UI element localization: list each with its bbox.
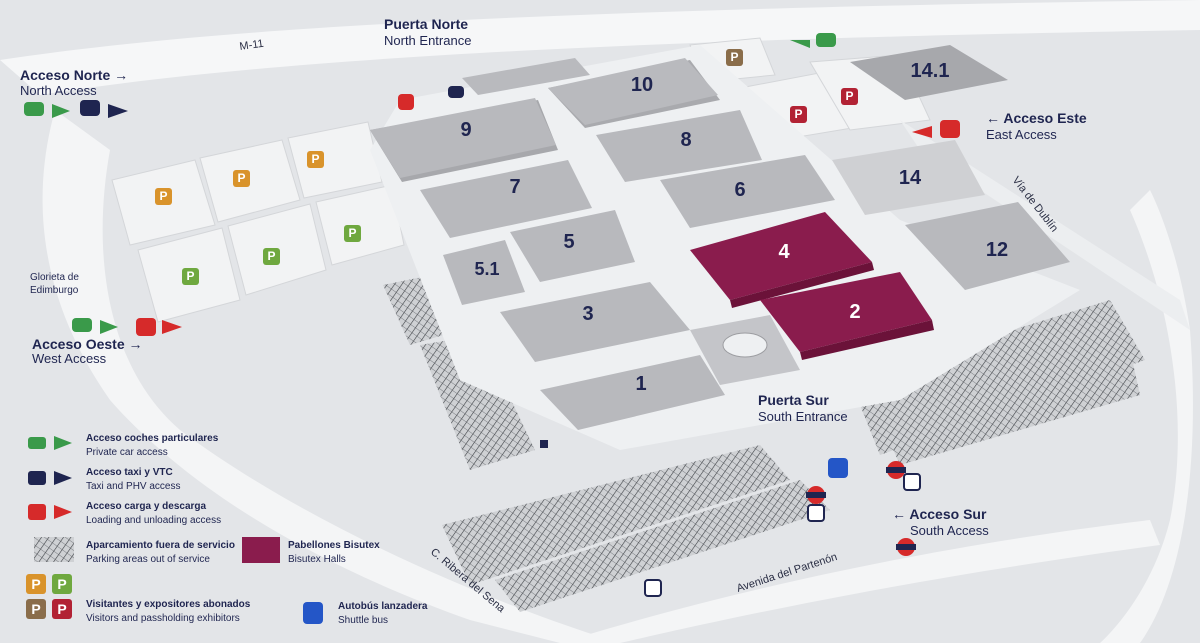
truck-icon bbox=[28, 504, 46, 520]
parking-visitor-badge: P bbox=[263, 248, 280, 265]
legend-parking-badge: P bbox=[26, 574, 46, 594]
legend-hatch-swatch bbox=[34, 537, 74, 562]
parking-passholder-badge: P bbox=[726, 49, 743, 66]
legend-taxi-subtitle: Taxi and PHV access bbox=[86, 481, 181, 492]
truck-icon bbox=[136, 318, 156, 336]
hall-10-label: 10 bbox=[631, 74, 653, 96]
north-access-subtitle: North Access bbox=[20, 83, 97, 98]
legend-shuttle-subtitle: Shuttle bus bbox=[338, 615, 389, 626]
hall-9-label: 9 bbox=[460, 119, 471, 141]
legend-bisutex-swatch bbox=[242, 537, 280, 563]
legend-loading-title: Acceso carga y descarga bbox=[86, 501, 207, 512]
hall-labels: 10 9 8 7 6 5 5.1 4 3 2 1 14 14.1 12 bbox=[460, 60, 1008, 395]
parking-visitor-badge: P bbox=[182, 268, 199, 285]
south-entrance-title: Puerta Sur bbox=[758, 392, 829, 408]
out-of-service-parking bbox=[383, 275, 1145, 612]
glorieta-label-2: Edimburgo bbox=[30, 285, 79, 296]
arrow-left-icon: ← bbox=[892, 506, 906, 522]
parking-visitor-badge: P bbox=[307, 151, 324, 168]
hall-6-label: 6 bbox=[734, 179, 745, 201]
taxi-icon bbox=[80, 100, 100, 116]
hall-1-label: 1 bbox=[635, 373, 646, 395]
avenida-partenon-road bbox=[560, 520, 1160, 643]
glorieta-label: Glorieta de bbox=[30, 272, 79, 283]
parking-visitor-badge: P bbox=[344, 225, 361, 242]
arrow-right-icon bbox=[54, 505, 72, 519]
hall-5-label: 5 bbox=[563, 231, 574, 253]
legend-car-title: Acceso coches particulares bbox=[86, 433, 219, 444]
west-access-subtitle: West Access bbox=[32, 351, 107, 366]
bus-icon bbox=[303, 602, 323, 624]
legend-parking-out-title: Aparcamiento fuera de servicio bbox=[86, 540, 235, 551]
legend-shuttle-title: Autobús lanzadera bbox=[338, 601, 428, 612]
taxi-icon bbox=[28, 471, 46, 485]
south-access-subtitle: South Access bbox=[910, 523, 989, 538]
car-icon bbox=[24, 102, 44, 116]
hall-14-1-label: 14.1 bbox=[911, 60, 950, 82]
arrow-right-icon bbox=[54, 471, 72, 485]
legend-visitors-subtitle: Visitors and passholding exhibitors bbox=[86, 613, 240, 624]
truck-icon bbox=[940, 120, 960, 138]
north-entrance-subtitle: North Entrance bbox=[384, 33, 472, 48]
taxi-icon bbox=[448, 86, 464, 98]
hall-4-label: 4 bbox=[778, 241, 790, 263]
hall-2-label: 2 bbox=[849, 301, 860, 323]
arrow-right-icon: → bbox=[114, 67, 129, 83]
transit-icons bbox=[540, 440, 921, 597]
car-icon bbox=[72, 318, 92, 332]
hall-8-label: 8 bbox=[680, 129, 691, 151]
highway-m11 bbox=[0, 0, 1200, 95]
access-arrows bbox=[52, 40, 932, 334]
south-entrance-subtitle: South Entrance bbox=[758, 409, 848, 424]
arrow-left-icon: ← bbox=[986, 110, 1000, 126]
legend-bisutex-title: Pabellones Bisutex bbox=[288, 540, 380, 551]
legend-visitors-title: Visitantes y expositores abonados bbox=[86, 599, 251, 610]
east-access-title: ← Acceso Este bbox=[986, 110, 1087, 126]
legend-parking-badge: P bbox=[52, 599, 72, 619]
car-icon bbox=[816, 33, 836, 47]
bus-icon bbox=[828, 458, 848, 478]
legend-car-subtitle: Private car access bbox=[86, 447, 168, 458]
north-entrance-title: Puerta Norte bbox=[384, 16, 469, 32]
legend-parking-badge: P bbox=[52, 574, 72, 594]
hall-7-label: 7 bbox=[509, 176, 520, 198]
road-m11-label: M-11 bbox=[239, 38, 265, 53]
legend-parking-badge: P bbox=[26, 599, 46, 619]
parking-visitor-badge: P bbox=[233, 170, 250, 187]
hall-5-1-label: 5.1 bbox=[474, 259, 499, 279]
west-ring-road bbox=[42, 110, 621, 643]
south-access-title: ← Acceso Sur bbox=[892, 506, 987, 522]
legend-taxi-title: Acceso taxi y VTC bbox=[86, 467, 173, 478]
west-access-title: Acceso Oeste → bbox=[32, 336, 143, 352]
hall-3-label: 3 bbox=[582, 303, 593, 325]
arrow-right-icon bbox=[54, 436, 72, 450]
east-access-subtitle: East Access bbox=[986, 127, 1057, 142]
truck-icon bbox=[398, 94, 414, 110]
parking-visitor-badge: P bbox=[155, 188, 172, 205]
legend-loading-subtitle: Loading and unloading access bbox=[86, 515, 222, 526]
car-icon bbox=[28, 437, 46, 449]
legend-bisutex-subtitle: Bisutex Halls bbox=[288, 554, 346, 565]
hall-12-label: 12 bbox=[986, 239, 1008, 261]
parking-passholder-badge: P bbox=[790, 106, 807, 123]
hall-14-label: 14 bbox=[899, 167, 922, 189]
north-access-title: Acceso Norte → bbox=[20, 67, 129, 83]
arrow-right-icon: → bbox=[128, 336, 143, 352]
legend-parking-out-subtitle: Parking areas out of service bbox=[86, 554, 210, 565]
parking-passholder-badge: P bbox=[841, 88, 858, 105]
halls bbox=[370, 45, 1070, 430]
